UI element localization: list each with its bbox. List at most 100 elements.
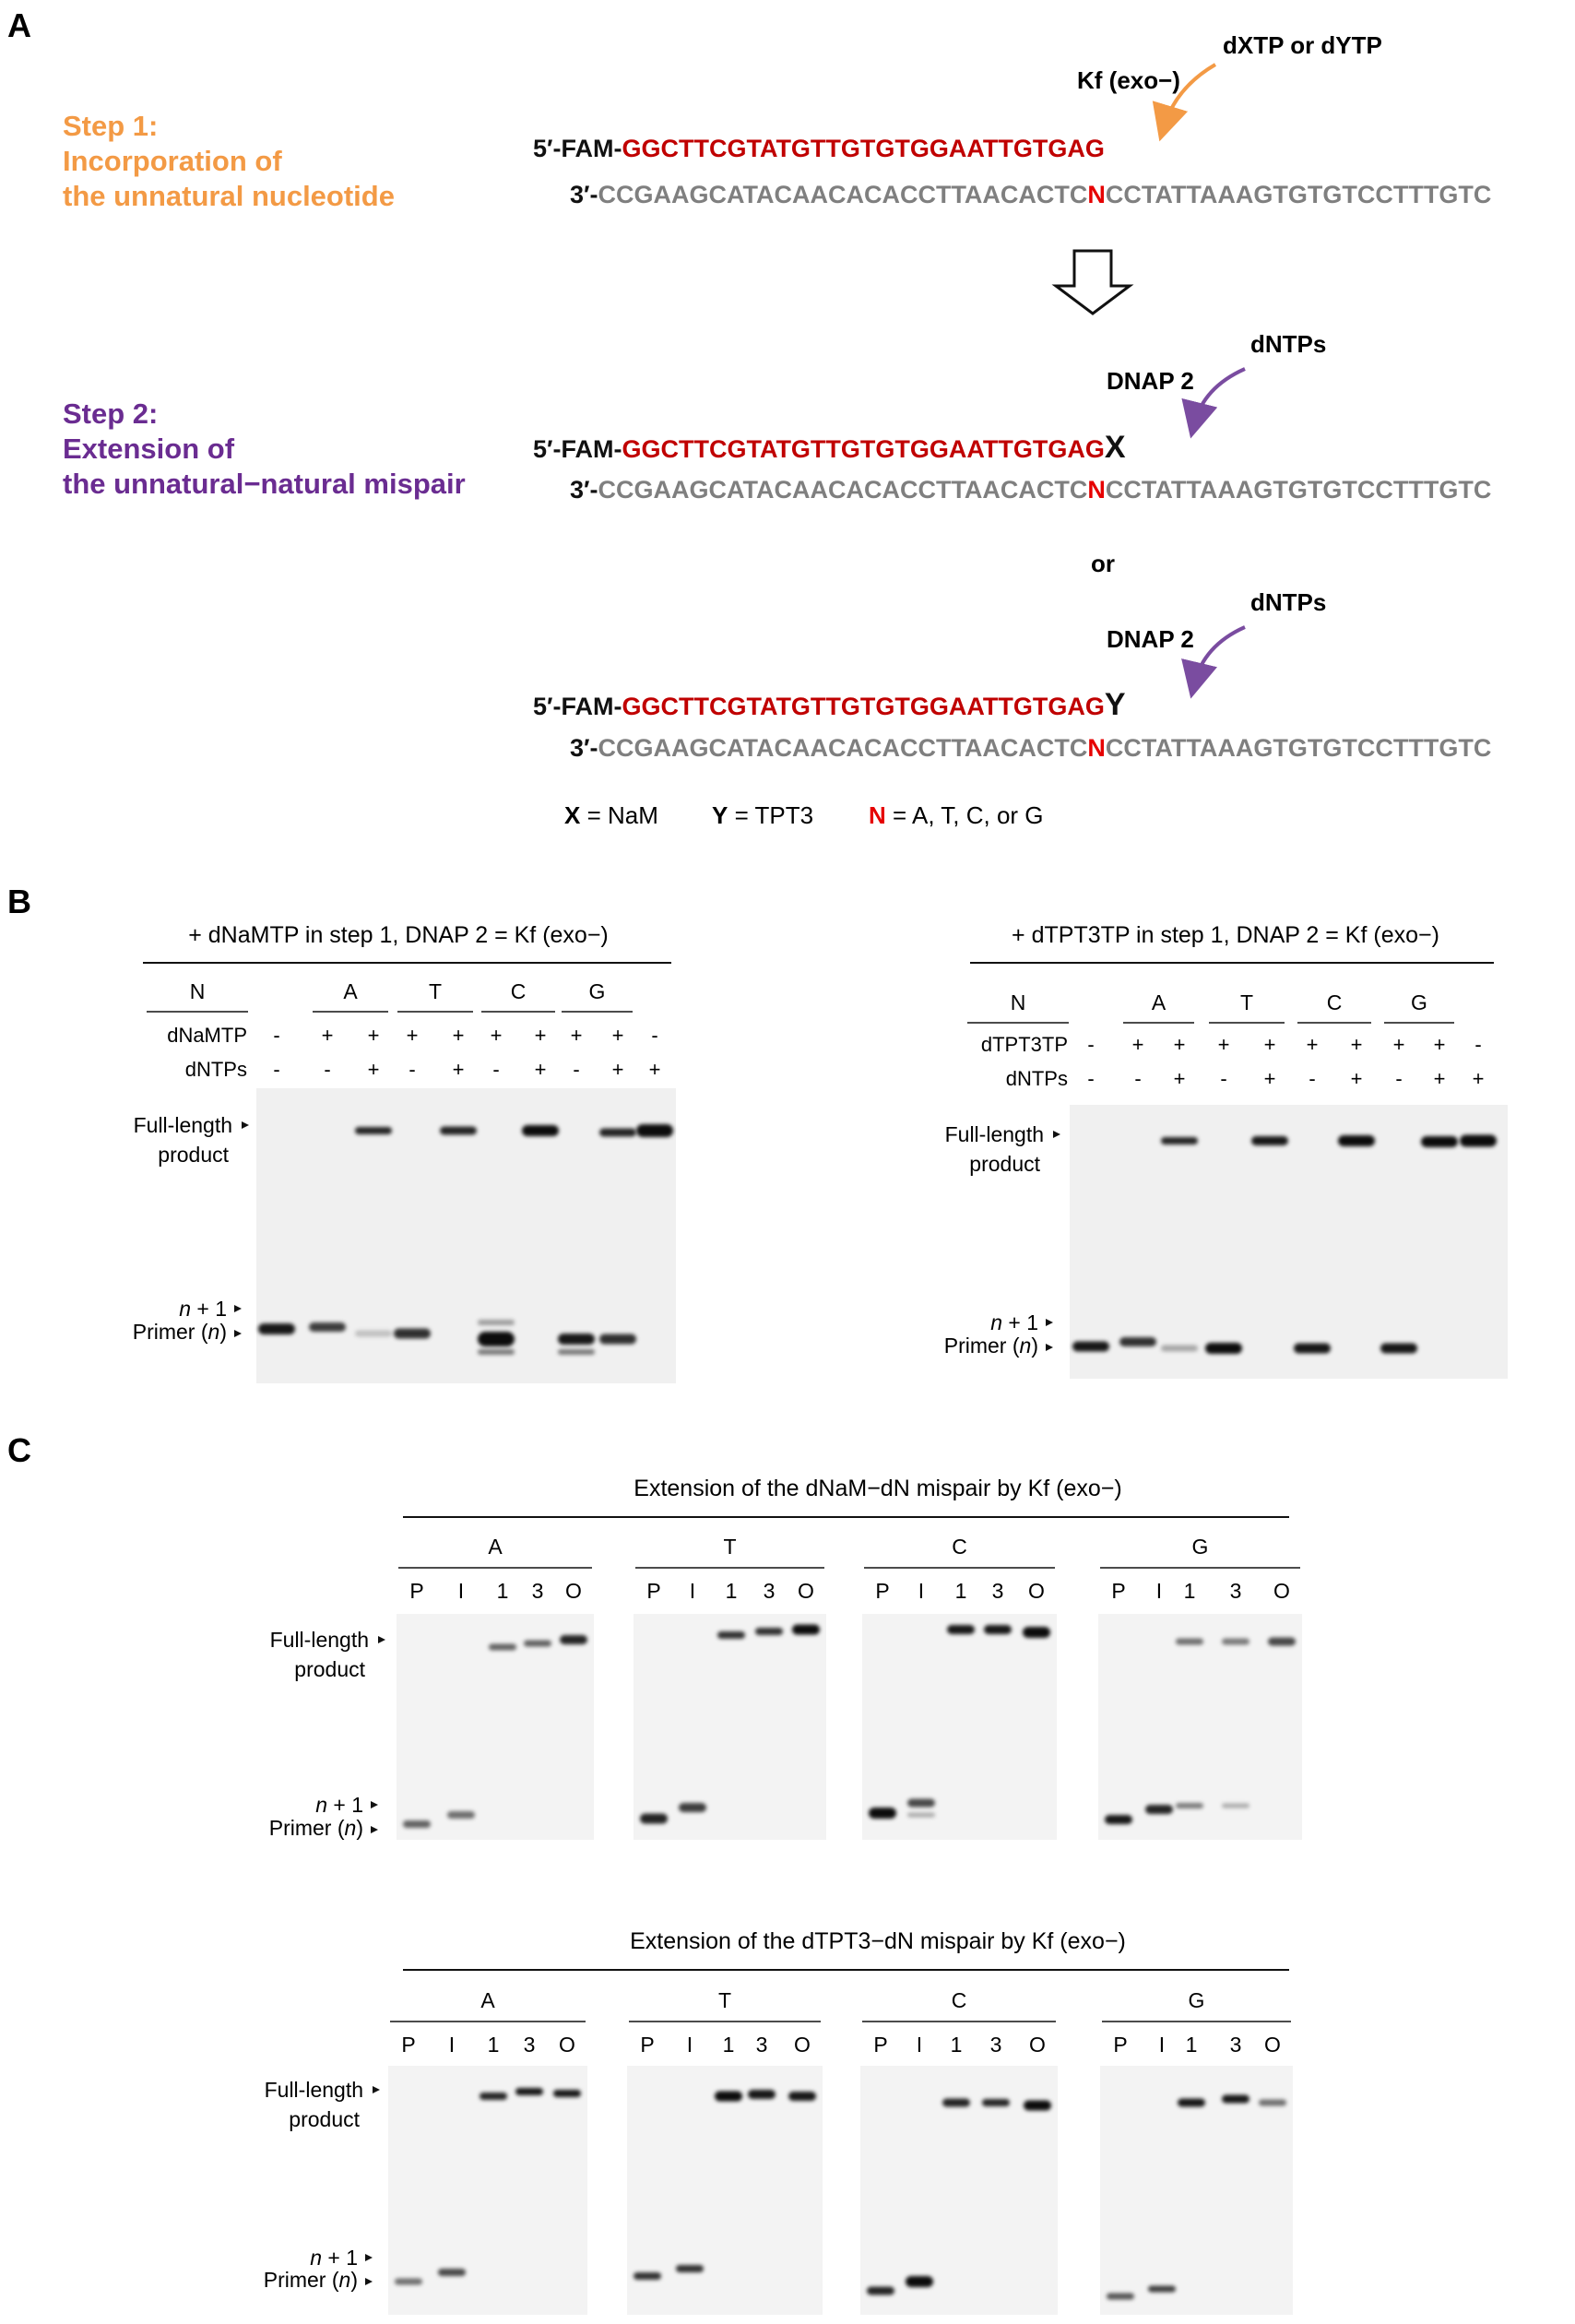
lane-label-i: I [917, 2033, 922, 2057]
full-length-band [982, 2099, 1010, 2106]
purple-arrow-icon [1181, 625, 1246, 699]
full-length-band [715, 2091, 742, 2102]
row2-sign: - [273, 1058, 279, 1081]
primer-band [355, 1330, 392, 1337]
row1-sign: + [1393, 1033, 1405, 1056]
pointer-icon [378, 1636, 385, 1643]
substrate2b-label: dNTPs [1250, 588, 1326, 616]
legend-x-key: X [564, 801, 581, 829]
n1-rest: + 1 [1002, 1310, 1038, 1334]
lane-label-o: O [1028, 1579, 1045, 1603]
row1-sign: + [535, 1024, 547, 1047]
primer-close: ) [219, 1320, 227, 1344]
n1-italic: n [179, 1297, 191, 1321]
primer-band [869, 1808, 896, 1819]
primer2-seq: GGCTTCGTATGTTGTGTGGAATTGTGAG [622, 435, 1104, 463]
lane-label-o: O [565, 1579, 582, 1603]
template2-n: N [1087, 476, 1106, 504]
lane-label-o: O [1273, 1579, 1290, 1603]
template1-left: CCGAAGCATACAACACACCTTAACACTC [598, 181, 1087, 208]
lane-label-p: P [640, 2033, 654, 2057]
lane-label-p: P [1111, 1579, 1125, 1603]
step2-line1: Step 2: [63, 397, 158, 430]
row1-label: dNaMTP [167, 1024, 247, 1047]
lane-label-3: 3 [524, 2033, 536, 2057]
lane-label-3: 3 [756, 2033, 768, 2057]
full-length-band [947, 1625, 975, 1634]
row1-sign: + [453, 1024, 465, 1047]
full-length-band [1178, 2098, 1205, 2107]
step1-line3: the unnatural nucleotide [63, 180, 395, 212]
lane-label-p: P [401, 2033, 415, 2057]
group-label-g: G [1192, 1535, 1209, 1559]
row2-sign: - [1395, 1067, 1402, 1090]
legend-y-key: Y [712, 801, 728, 829]
lane-label-i: I [449, 2033, 455, 2057]
full-length-band [524, 1640, 551, 1647]
gel-title: + dTPT3TP in step 1, DNAP 2 = Kf (exo−) [1012, 922, 1439, 948]
legend: X = NaM Y = TPT3 N = A, T, C, or G [564, 801, 1044, 829]
n1-band [1176, 1803, 1203, 1808]
primer-text: Primer ( [269, 1816, 345, 1840]
row2-sign: + [1174, 1067, 1186, 1090]
template3-right: CCTATTAAAGTGTGTCCTTTGTC [1106, 734, 1491, 762]
full-length-band [1222, 1638, 1249, 1645]
group-label-t: T [718, 1988, 731, 2012]
row2-sign: - [1309, 1067, 1315, 1090]
group-label-a: A [343, 979, 358, 1003]
row2-sign: + [535, 1058, 547, 1081]
gel-title: Extension of the dNaM−dN mispair by Kf (… [634, 1476, 1121, 1501]
primer3-prefix: 5′-FAM- [533, 693, 622, 720]
row2-sign: + [612, 1058, 624, 1081]
row2-label: dNTPs [185, 1058, 247, 1081]
row1-sign: + [491, 1024, 503, 1047]
row1-sign: + [1351, 1033, 1363, 1056]
step1-line2: Incorporation of [63, 145, 282, 177]
lane-label-1: 1 [488, 2033, 500, 2057]
full-length-band [1421, 1136, 1458, 1147]
primer-band [1072, 1341, 1109, 1352]
lane-label-o: O [1029, 2033, 1046, 2057]
n1-rest: + 1 [322, 2246, 358, 2270]
lane-label-1: 1 [1186, 2033, 1198, 2057]
group-label-t: T [723, 1535, 736, 1559]
primer-text: Primer ( [264, 2268, 339, 2292]
gel-title: + dNaMTP in step 1, DNAP 2 = Kf (exo−) [188, 922, 609, 948]
full-length-band [792, 1624, 820, 1635]
row2-sign: - [1087, 1067, 1094, 1090]
pointer-icon [371, 1826, 378, 1833]
pointer-icon [234, 1330, 242, 1337]
group-label-c: C [511, 979, 527, 1003]
substrate2a-label: dNTPs [1250, 330, 1326, 358]
primer-text: Primer ( [133, 1320, 208, 1344]
primer-band [1107, 2293, 1134, 2300]
legend-y: Y = TPT3 [712, 801, 813, 829]
lane-label-i: I [690, 1579, 695, 1603]
full-length-band [942, 2098, 970, 2107]
pointer-icon [373, 2086, 380, 2093]
row2-sign: + [1434, 1067, 1446, 1090]
primer-band [394, 1328, 431, 1339]
primer-n: n [345, 1816, 357, 1840]
pointer-icon [234, 1305, 242, 1312]
full-length-band [1222, 2094, 1249, 2104]
row1-sign: + [1307, 1033, 1319, 1056]
template1-right: CCTATTAAAGTGTGTCCTTTGTC [1106, 181, 1491, 208]
panel-a-label: A [7, 6, 31, 44]
primer3-y: Y [1105, 687, 1126, 722]
primer-band [640, 1813, 668, 1824]
primer2-x: X [1105, 430, 1126, 465]
pointer-icon [242, 1121, 249, 1129]
full-length-band [1023, 1627, 1050, 1638]
down-arrow-icon [1051, 249, 1134, 315]
primer3-seq: GGCTTCGTATGTTGTGTGGAATTGTGAG [622, 693, 1104, 720]
primer-band [395, 2278, 422, 2285]
step1-line1: Step 1: [63, 110, 158, 142]
lane-label-3: 3 [764, 1579, 776, 1603]
n-label: N [1011, 990, 1026, 1014]
lane-label-3: 3 [992, 1579, 1004, 1603]
primer2: 5′-FAM-GGCTTCGTATGTTGTGTGGAATTGTGAGX [533, 430, 1126, 465]
pointer-icon [1046, 1344, 1053, 1351]
n1-label: n + 1 [179, 1297, 227, 1321]
